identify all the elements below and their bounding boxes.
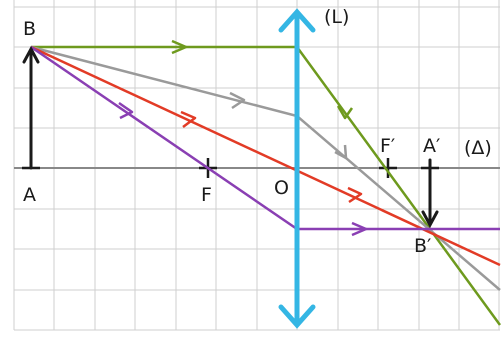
object-arrow	[22, 45, 40, 170]
label-fprime: F′	[380, 135, 395, 157]
label-f: F	[201, 184, 212, 206]
grid	[13, 0, 500, 331]
label-a: A	[23, 184, 36, 206]
lens-icon	[278, 8, 316, 329]
label-aprime: A′	[423, 135, 440, 157]
lens-label: (L)	[324, 6, 349, 28]
image-arrow	[421, 158, 439, 229]
label-b: B	[23, 18, 36, 40]
label-bprime: B′	[414, 235, 431, 257]
label-o: O	[274, 177, 289, 199]
axis-label: (Δ)	[464, 137, 492, 159]
